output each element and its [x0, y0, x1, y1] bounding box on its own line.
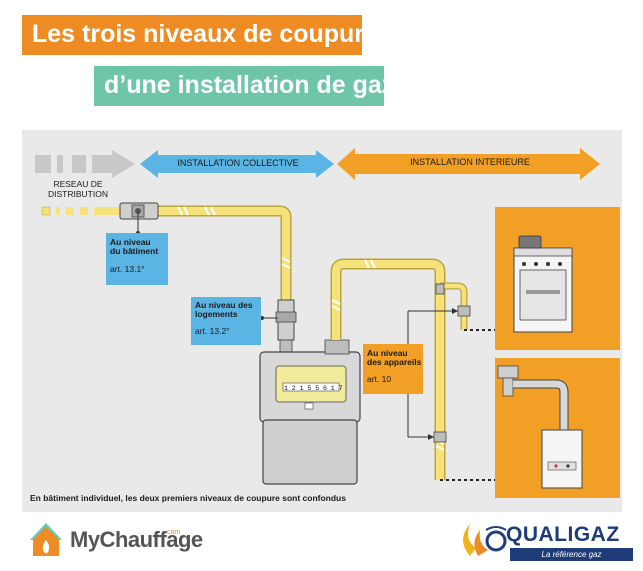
mychauffage-domain: .com: [165, 529, 181, 536]
interior-arrow: [337, 148, 600, 180]
appliance-level-callout: Au niveau des appareils art. 10: [363, 344, 423, 394]
boiler-valve: [408, 431, 447, 443]
distribution-label: RESEAU DE DISTRIBUTION: [42, 179, 114, 199]
pipe-dashes: [177, 206, 291, 269]
gas-meter: [259, 339, 361, 485]
cooker-icon: [513, 235, 573, 333]
dwelling-level-title: Au niveau des logements: [195, 301, 253, 319]
building-level-title-2: du bâtiment: [110, 246, 159, 256]
appliance-level-title-2: des appareils: [367, 357, 422, 367]
appliance-level-ref: art. 10: [367, 374, 392, 384]
building-level-ref: art. 13.1°: [110, 264, 145, 274]
collective-arrow: [140, 150, 334, 178]
qualigaz-tagline: La référence gaz: [510, 548, 633, 561]
cooker-valve: [408, 305, 471, 317]
appliance-level-title-1: Au niveau: [367, 348, 408, 358]
mychauffage-logo-text: MyChauffage: [70, 527, 203, 552]
building-level-title: Au niveau du bâtiment: [110, 238, 158, 256]
meter-reading: 1 2 1 5 5 6 1 7: [284, 385, 343, 392]
qualigaz-logo-text: QUALIGAZ: [506, 523, 620, 546]
collective-label: INSTALLATION COLLECTIVE: [177, 158, 299, 168]
distribution-label-line-2: DISTRIBUTION: [48, 189, 108, 199]
distribution-pipe: [41, 206, 122, 216]
appliance-level-title: Au niveau des appareils: [367, 349, 421, 367]
boiler-icon: [497, 365, 583, 489]
footnote: En bâtiment individuel, les deux premier…: [30, 493, 346, 503]
building-valve: [119, 202, 159, 235]
dwelling-level-title-2: logements: [195, 309, 238, 319]
title-line-1: Les trois niveaux de coupure: [22, 15, 378, 55]
building-level-title-1: Au niveau: [110, 237, 151, 247]
title-line-2: d’une installation de gaz: [94, 66, 394, 106]
distribution-label-line-1: RESEAU DE: [53, 179, 103, 189]
building-level-callout: Au niveau du bâtiment art. 13.1°: [106, 233, 168, 285]
distribution-arrow: [35, 150, 135, 178]
dwelling-level-ref: art. 13.2°: [195, 326, 230, 336]
dwelling-level-title-1: Au niveau des: [195, 300, 253, 310]
interior-label: INSTALLATION INTERIEURE: [410, 157, 530, 167]
dwelling-level-callout: Au niveau des logements art. 13.2°: [191, 297, 261, 345]
dwelling-valve: [260, 299, 297, 355]
